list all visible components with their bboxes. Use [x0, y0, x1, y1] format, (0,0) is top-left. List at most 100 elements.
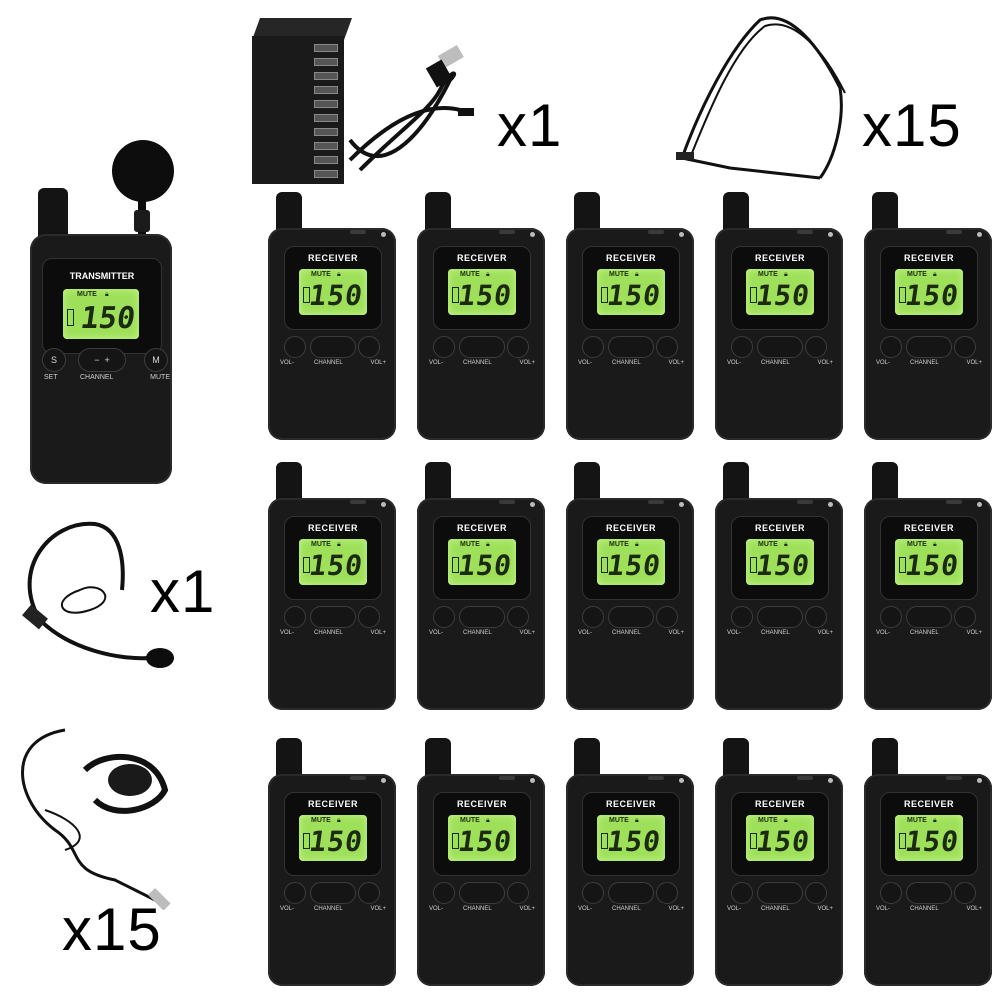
channel-label: CHANNEL	[314, 630, 343, 636]
lock-icon: 🔒︎	[635, 541, 639, 548]
mute-indicator: MUTE	[460, 817, 480, 824]
mute-indicator: MUTE	[311, 271, 331, 278]
receiver-channel-display: 150	[307, 549, 366, 582]
vol-down-label: VOL-	[280, 630, 295, 636]
receiver-channel-display: 150	[754, 549, 813, 582]
headset-quantity: x1	[150, 558, 216, 625]
vol-down-button	[582, 336, 604, 358]
receiver-device: RECEIVER MUTE 🔒︎ 150 VOL- CHANNEL VOL+	[417, 462, 545, 712]
vol-down-button	[284, 336, 306, 358]
receiver-channel-display: 150	[456, 279, 515, 312]
vol-down-label: VOL-	[429, 906, 444, 912]
receiver-model-label: RECEIVER	[456, 523, 507, 533]
lock-icon: 🔒︎	[486, 541, 490, 548]
lock-icon: 🔒︎	[784, 541, 788, 548]
vol-down-button	[582, 606, 604, 628]
receiver-lcd: MUTE 🔒︎ 150	[746, 815, 814, 861]
channel-label: CHANNEL	[612, 630, 641, 636]
receiver-channel-display: 150	[903, 549, 962, 582]
mute-indicator: MUTE	[907, 541, 927, 548]
lanyard-image	[676, 16, 846, 180]
vol-down-label: VOL-	[727, 360, 742, 366]
receiver-model-label: RECEIVER	[307, 523, 358, 533]
channel-label: CHANNEL	[910, 630, 939, 636]
receiver-model-label: RECEIVER	[903, 253, 954, 263]
receiver-channel-display: 150	[307, 825, 366, 858]
receiver-model-label: RECEIVER	[605, 253, 656, 263]
vol-down-label: VOL-	[876, 360, 891, 366]
vol-down-label: VOL-	[429, 360, 444, 366]
receiver-device: RECEIVER MUTE 🔒︎ 150 VOL- CHANNEL VOL+	[566, 462, 694, 712]
vol-up-label: VOL+	[817, 906, 833, 912]
receiver-lcd: MUTE 🔒︎ 150	[299, 539, 367, 585]
vol-down-label: VOL-	[280, 906, 295, 912]
vol-down-label: VOL-	[578, 360, 593, 366]
receiver-channel-display: 150	[605, 549, 664, 582]
receiver-device: RECEIVER MUTE 🔒︎ 150 VOL- CHANNEL VOL+	[864, 738, 992, 988]
vol-down-label: VOL-	[578, 630, 593, 636]
mute-indicator: MUTE	[311, 541, 331, 548]
channel-button	[906, 606, 952, 628]
mute-indicator: MUTE	[311, 817, 331, 824]
receiver-device: RECEIVER MUTE 🔒︎ 150 VOL- CHANNEL VOL+	[566, 192, 694, 442]
vol-up-button	[656, 606, 678, 628]
channel-button	[310, 606, 356, 628]
vol-up-label: VOL+	[817, 360, 833, 366]
vol-up-label: VOL+	[966, 630, 982, 636]
channel-label: CHANNEL	[463, 906, 492, 912]
lanyard-quantity: x15	[862, 92, 962, 159]
set-label: SET	[44, 374, 58, 381]
vol-up-button	[805, 336, 827, 358]
status-led-icon	[828, 778, 833, 783]
lock-icon: 🔒︎	[105, 291, 109, 298]
battery-icon	[899, 287, 906, 303]
receiver-lcd: MUTE 🔒︎ 150	[448, 539, 516, 585]
vol-up-label: VOL+	[370, 906, 386, 912]
receiver-device: RECEIVER MUTE 🔒︎ 150 VOL- CHANNEL VOL+	[268, 738, 396, 988]
status-led-icon	[977, 778, 982, 783]
receiver-model-label: RECEIVER	[903, 523, 954, 533]
vol-up-button	[656, 882, 678, 904]
receiver-device: RECEIVER MUTE 🔒︎ 150 VOL- CHANNEL VOL+	[864, 462, 992, 712]
status-led-icon	[381, 502, 386, 507]
battery-icon	[601, 287, 608, 303]
receiver-channel-display: 150	[456, 825, 515, 858]
status-led-icon	[977, 232, 982, 237]
channel-label: CHANNEL	[761, 630, 790, 636]
mute-indicator: MUTE	[460, 541, 480, 548]
vol-up-label: VOL+	[966, 360, 982, 366]
receiver-device: RECEIVER MUTE 🔒︎ 150 VOL- CHANNEL VOL+	[268, 192, 396, 442]
charger-quantity: x1	[497, 92, 563, 159]
vol-up-button	[507, 882, 529, 904]
receiver-channel-display: 150	[754, 279, 813, 312]
status-led-icon	[828, 232, 833, 237]
vol-down-button	[731, 336, 753, 358]
earpiece-image	[21, 728, 171, 910]
channel-button	[459, 606, 505, 628]
vol-up-button	[656, 336, 678, 358]
channel-label: CHANNEL	[463, 360, 492, 366]
vol-down-button	[880, 336, 902, 358]
receiver-channel-display: 150	[903, 279, 962, 312]
channel-label: CHANNEL	[910, 906, 939, 912]
receiver-lcd: MUTE 🔒︎ 150	[597, 539, 665, 585]
channel-label: CHANNEL	[612, 360, 641, 366]
channel-button	[906, 882, 952, 904]
receiver-model-label: RECEIVER	[754, 523, 805, 533]
channel-label: CHANNEL	[463, 630, 492, 636]
receiver-lcd: MUTE 🔒︎ 150	[597, 815, 665, 861]
receiver-device: RECEIVER MUTE 🔒︎ 150 VOL- CHANNEL VOL+	[417, 738, 545, 988]
mute-indicator: MUTE	[460, 271, 480, 278]
usb-charging-station	[251, 14, 353, 184]
receiver-lcd: MUTE 🔒︎ 150	[746, 539, 814, 585]
channel-button	[757, 336, 803, 358]
vol-up-button	[507, 336, 529, 358]
mute-indicator: MUTE	[609, 541, 629, 548]
battery-icon	[303, 287, 310, 303]
headset-microphone-image	[22, 521, 174, 668]
microphone-foam-icon	[112, 140, 174, 202]
receiver-lcd: MUTE 🔒︎ 150	[299, 269, 367, 315]
status-led-icon	[679, 232, 684, 237]
battery-icon	[452, 287, 459, 303]
vol-down-button	[433, 882, 455, 904]
